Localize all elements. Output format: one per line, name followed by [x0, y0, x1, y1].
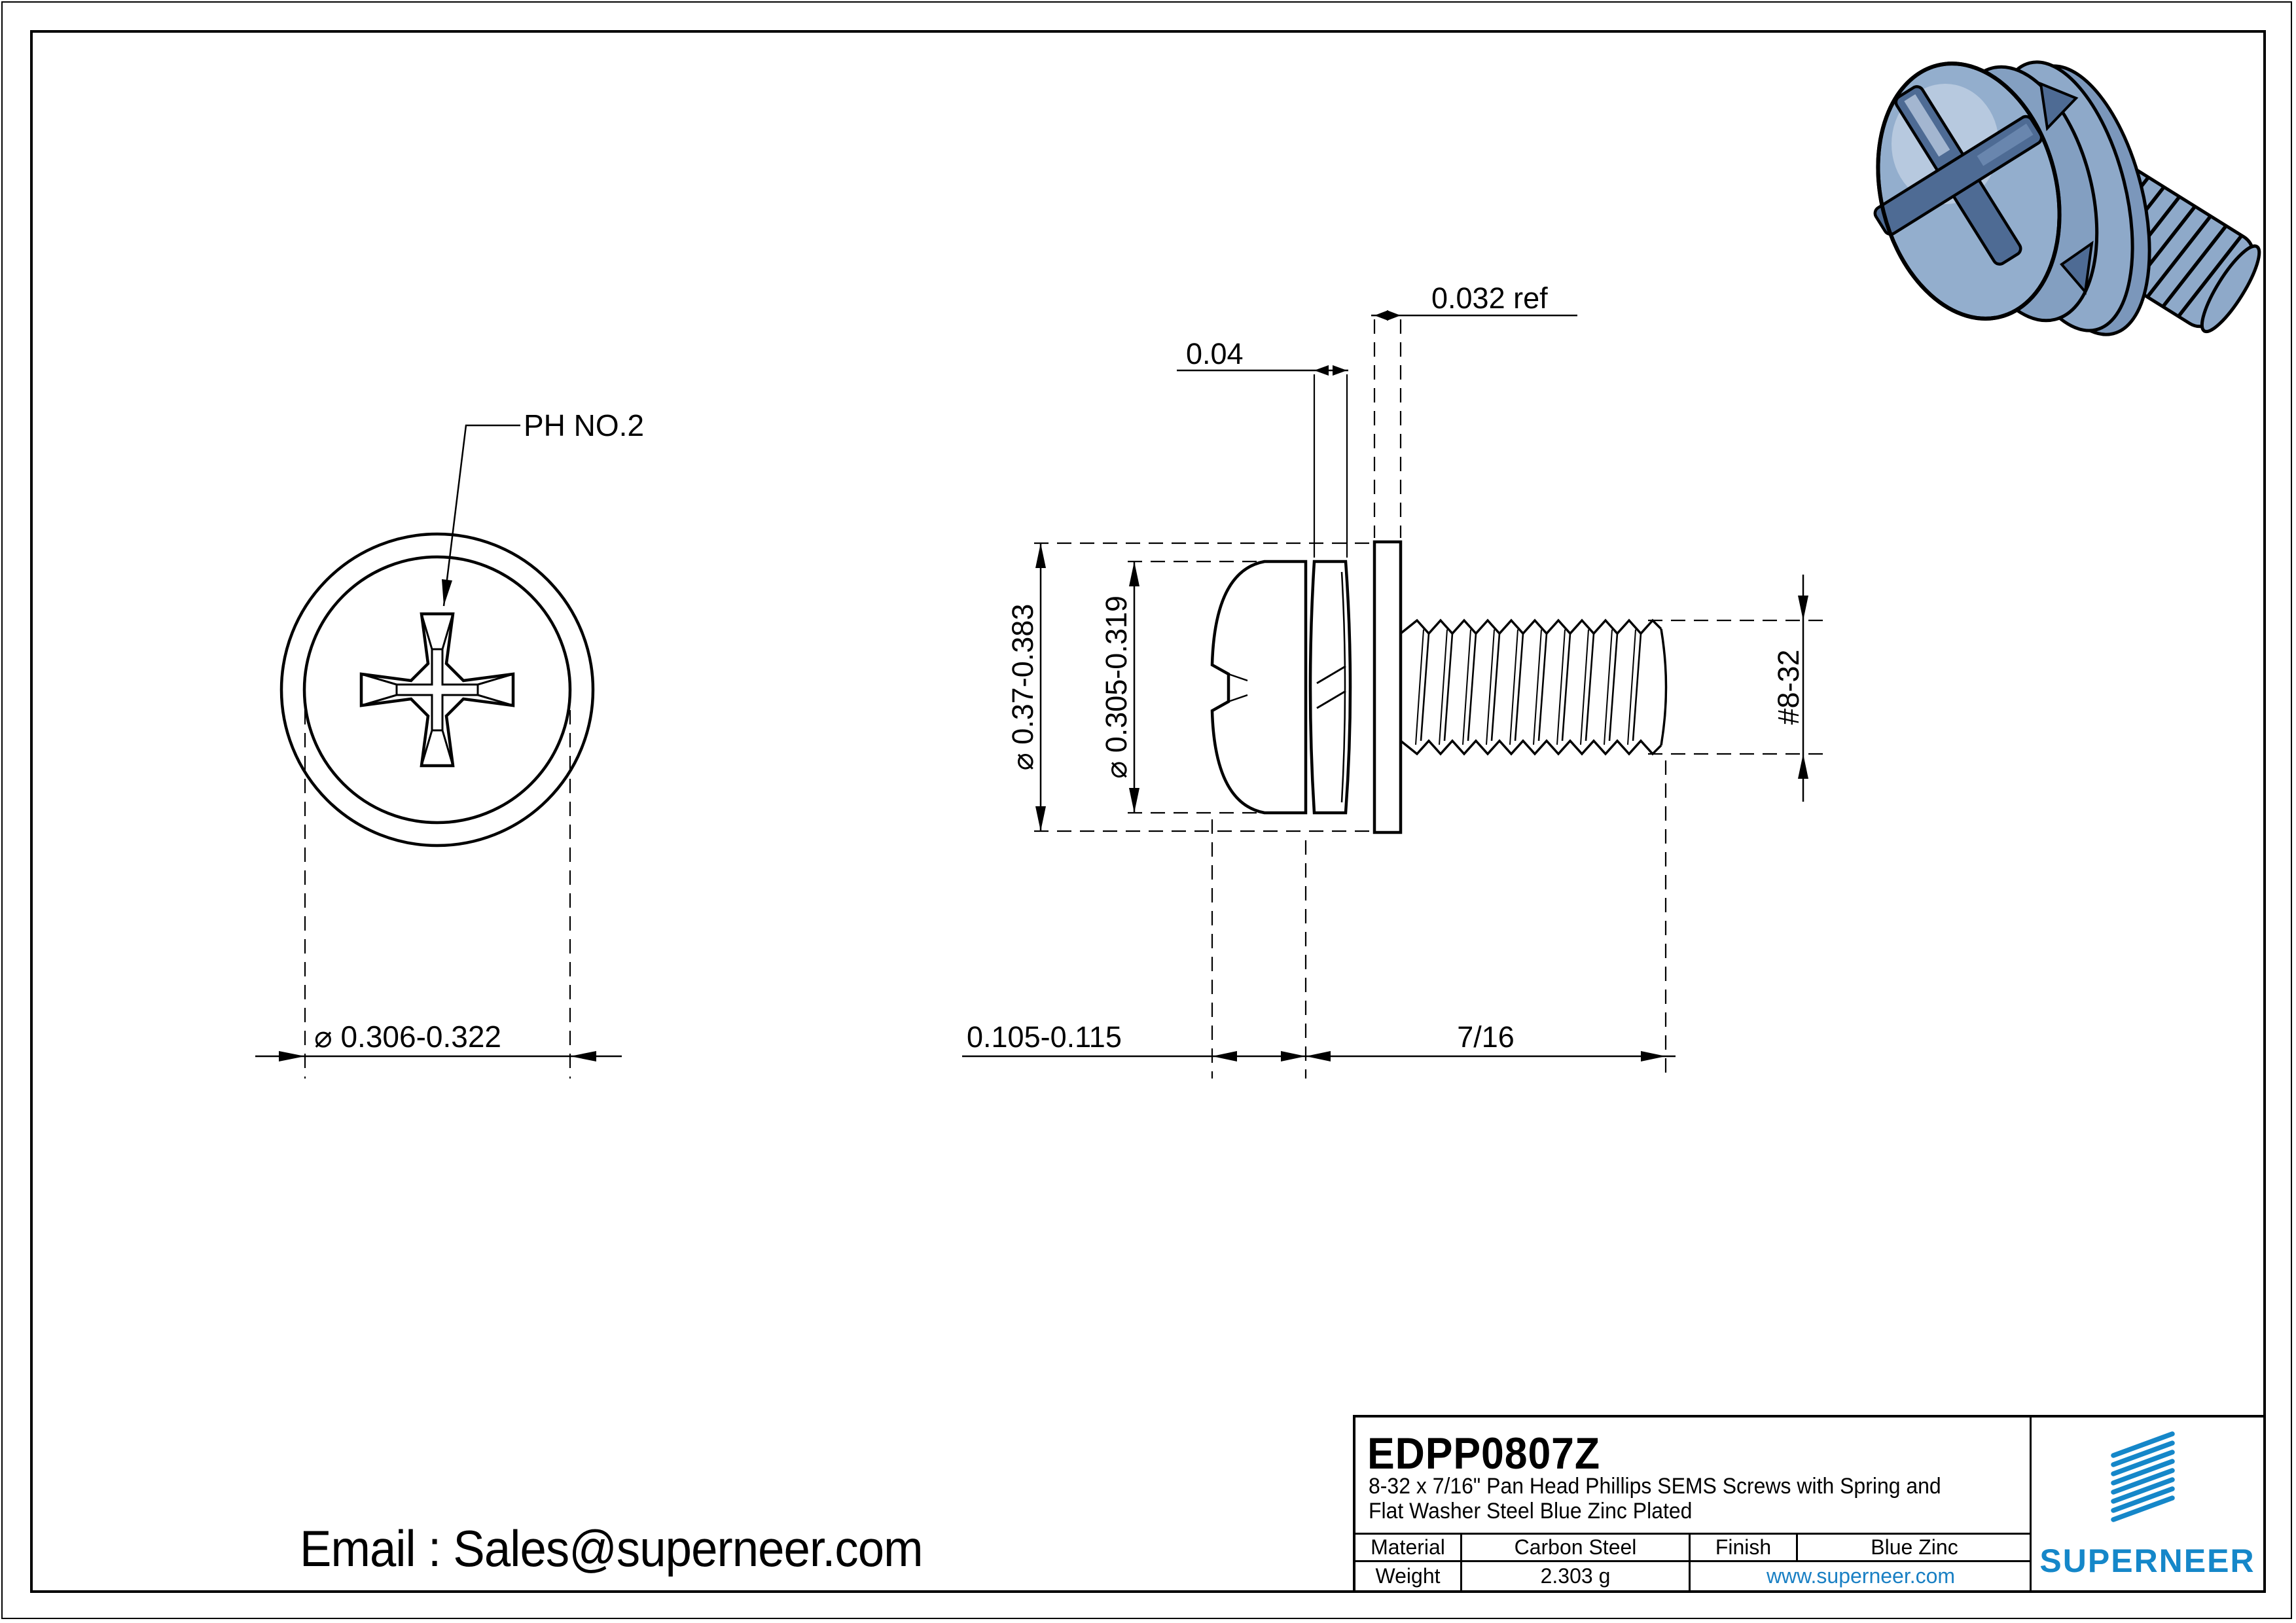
dim-spring-thickness: [1177, 365, 1348, 558]
front-diameter-dimension: [255, 710, 622, 1079]
front-diameter-text: ⌀ 0.306-0.322: [314, 1020, 501, 1054]
dim-washer-od-text: ⌀ 0.37-0.383: [1006, 604, 1039, 771]
phillips-recess-icon: [359, 612, 515, 768]
weight-website-row: Weight 2.303 g www.superneer.com: [1355, 1560, 2031, 1590]
dim-bottom: [962, 760, 1676, 1079]
leader-arrowhead: [442, 579, 452, 606]
callout-text: PH NO.2: [524, 408, 644, 442]
callout-leader: [442, 424, 520, 607]
sheet-border-inner: [30, 30, 2266, 1593]
finish-label: Finish: [1689, 1535, 1796, 1560]
thread-profile: [1399, 618, 1668, 756]
dim-head-od: [1128, 560, 1301, 814]
material-label: Material: [1371, 1535, 1445, 1559]
front-view: [255, 424, 622, 1079]
phillips-recess-3d-icon: [1873, 85, 2043, 266]
head-outline-circle: [302, 555, 572, 825]
flat-washer-profile: [1372, 540, 1403, 834]
brand-panel: SUPERNEER: [2030, 1418, 2263, 1590]
pan-head-profile: [1210, 560, 1308, 815]
dim-head-od-text: ⌀ 0.305-0.319: [1100, 596, 1133, 779]
finish-value: Blue Zinc: [1796, 1535, 2031, 1560]
dim-washer-od: [1034, 542, 1373, 832]
title-block: EDPP0807Z 8-32 x 7/16" Pan Head Phillips…: [1353, 1415, 2266, 1593]
screw-3d-render: [1873, 60, 2261, 336]
part-description-line2: Flat Washer Steel Blue Zinc Plated: [1369, 1499, 1693, 1524]
spring-washer-profile: [1308, 560, 1352, 815]
brand-wordmark: SUPERNEER: [2039, 1543, 2255, 1579]
dim-head-height-text: 0.105-0.115: [967, 1020, 1122, 1054]
email-text: Email : Sales@superneer.com: [300, 1520, 924, 1577]
material-value: Carbon Steel: [1460, 1535, 1689, 1560]
website-link[interactable]: www.superneer.com: [1689, 1562, 2031, 1590]
dim-spring-thickness-text: 0.04: [1186, 337, 1244, 370]
superneer-logo-stripes-icon: [2111, 1431, 2175, 1522]
weight-label: Weight: [1375, 1564, 1441, 1588]
part-number: EDPP0807Z: [1367, 1429, 1601, 1478]
material-finish-row: Material Carbon Steel Finish Blue Zinc: [1355, 1533, 2031, 1560]
weight-value: 2.303 g: [1460, 1562, 1689, 1590]
dim-thread-size: [1648, 575, 1827, 802]
dim-length-text: 7/16: [1457, 1020, 1515, 1054]
side-view: [962, 310, 1827, 1079]
washer-outline-circle: [279, 532, 595, 847]
dim-washer-thickness-text: 0.032 ref: [1431, 281, 1548, 315]
dim-washer-thickness: [1371, 310, 1577, 538]
part-description-line1: 8-32 x 7/16" Pan Head Phillips SEMS Scre…: [1369, 1474, 1941, 1499]
dim-thread-size-text: #8-32: [1772, 649, 1805, 724]
part-description: 8-32 x 7/16" Pan Head Phillips SEMS Scre…: [1369, 1474, 1941, 1524]
title-block-header: EDPP0807Z 8-32 x 7/16" Pan Head Phillips…: [1355, 1418, 2031, 1533]
